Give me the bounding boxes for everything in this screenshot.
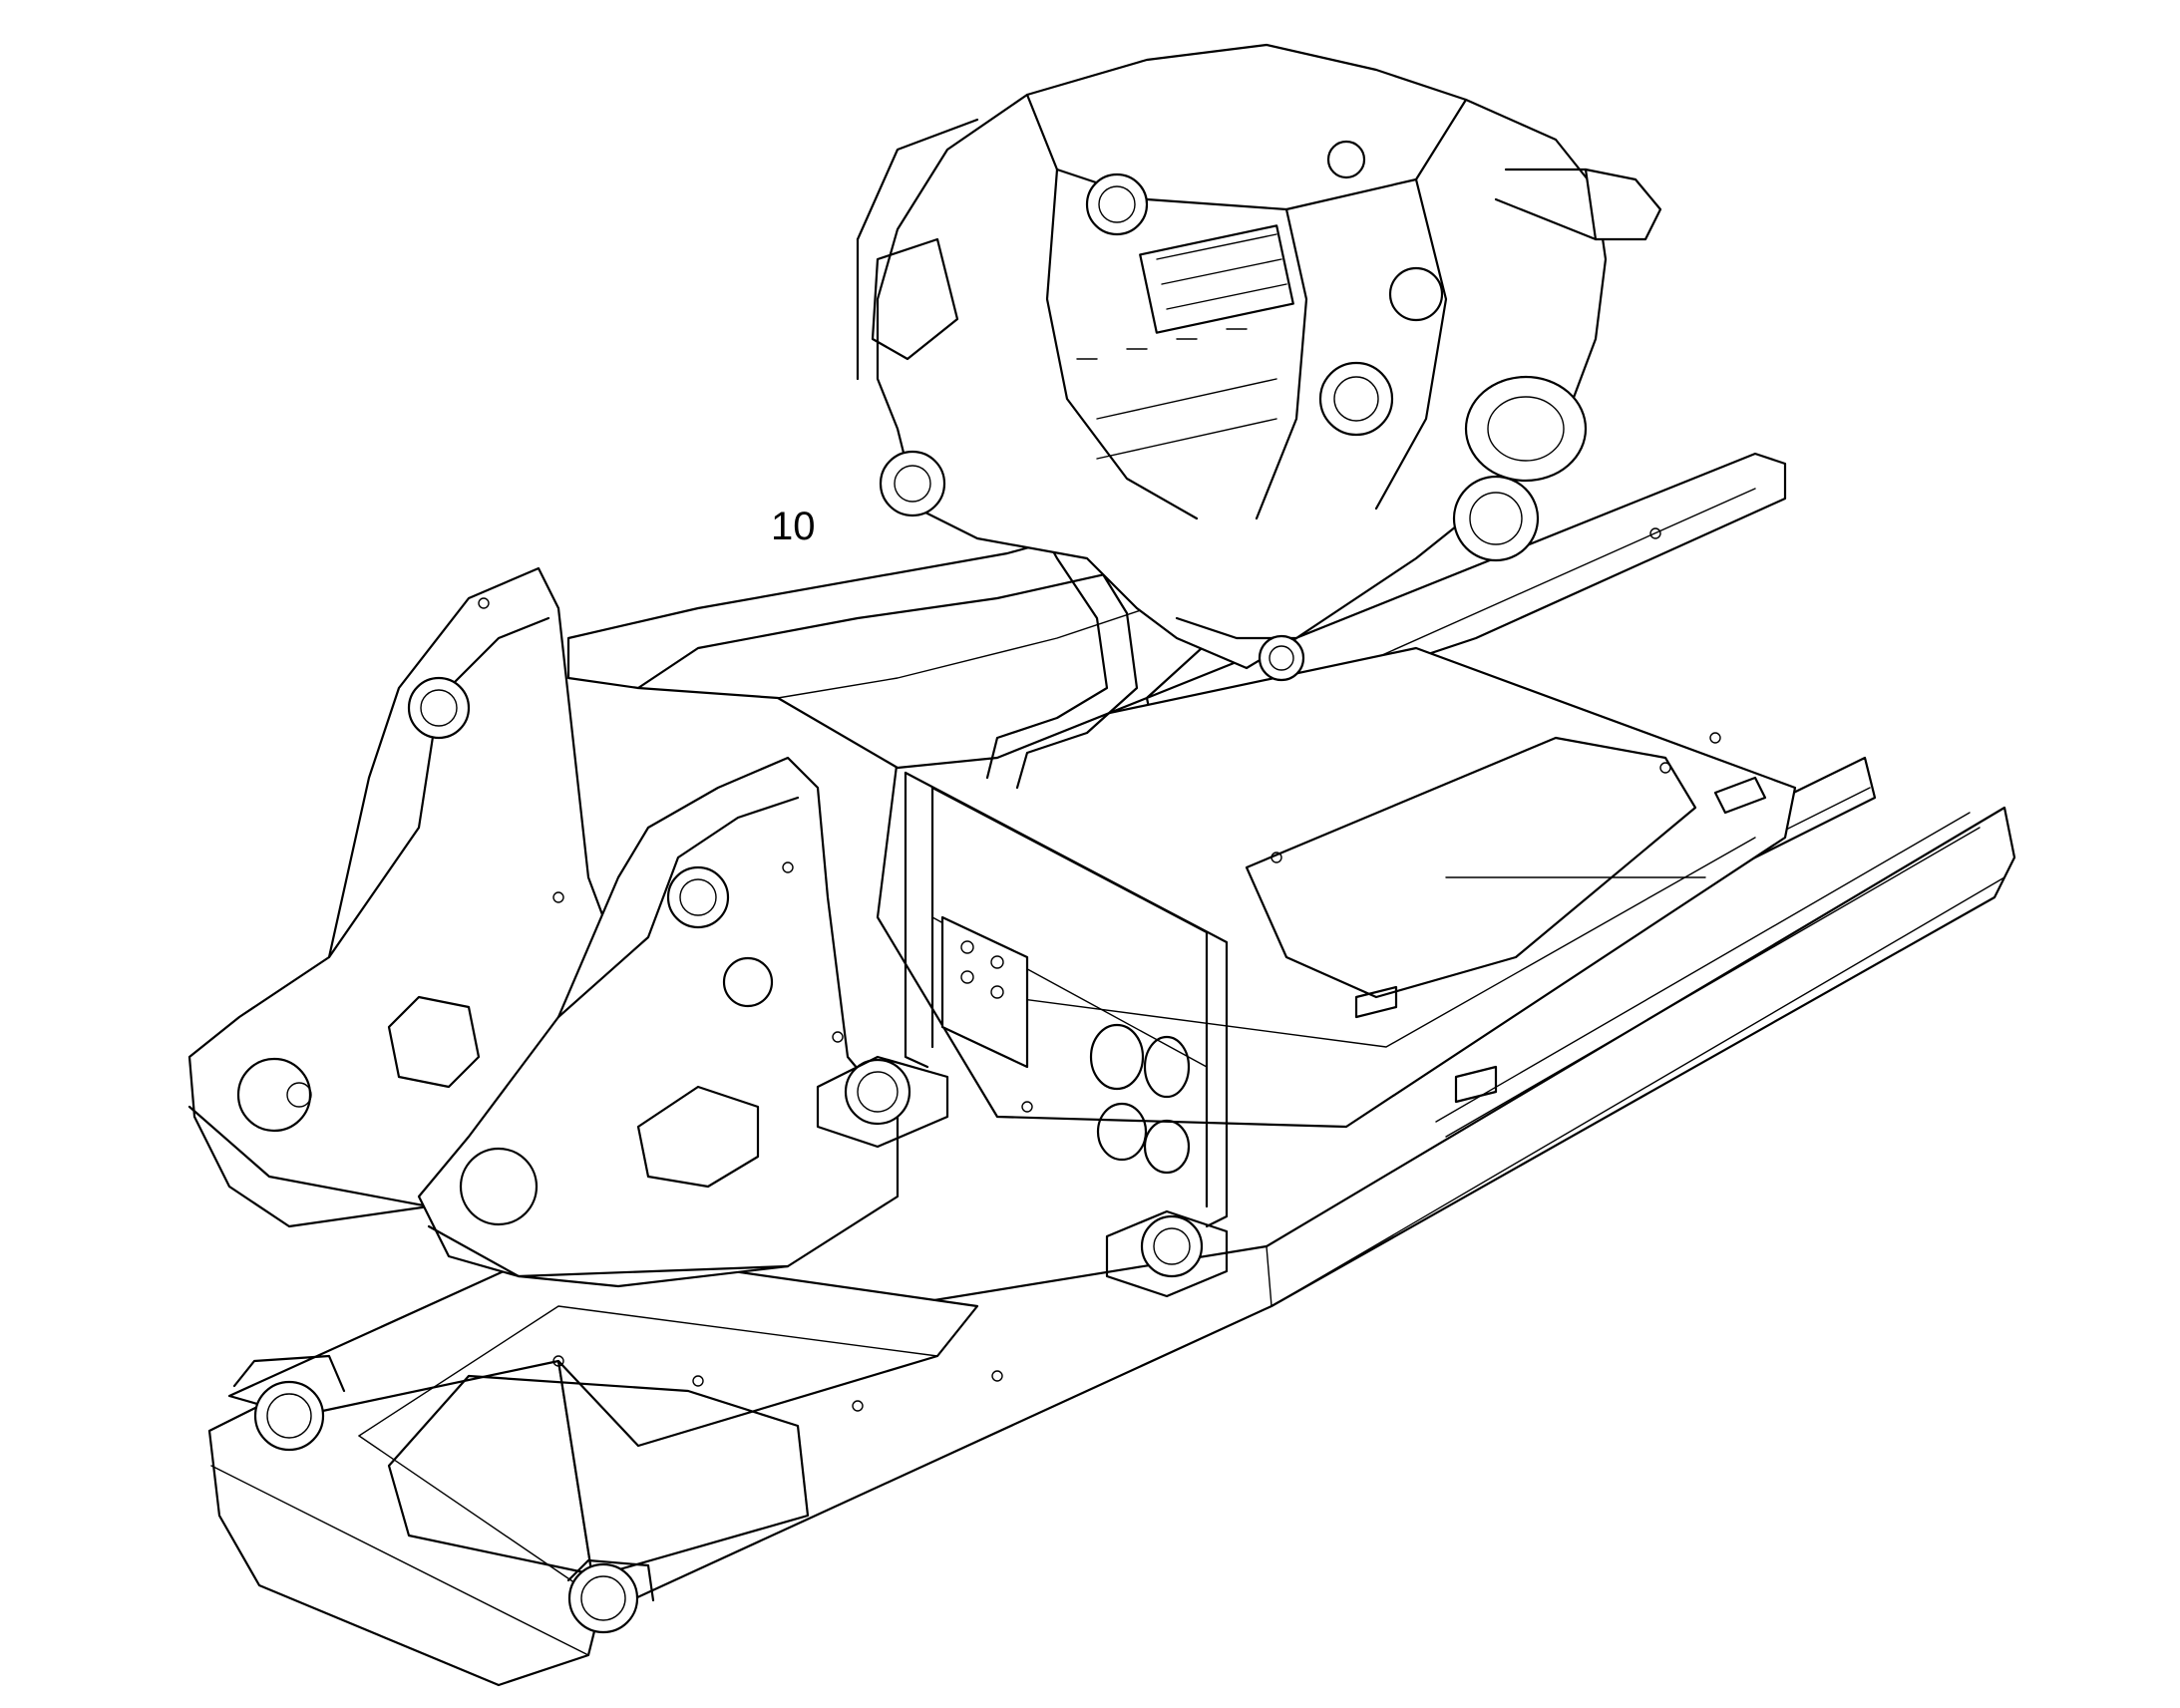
engine-assembly <box>856 43 1662 682</box>
boom-mount-tower-right <box>417 756 900 1288</box>
fastener-details <box>478 597 1767 1412</box>
boom-mount-tower-left <box>187 566 620 1228</box>
radiator-frame <box>816 771 1229 1298</box>
center-floor-plate <box>876 646 1797 1129</box>
callout-label-10: 10 <box>771 505 816 548</box>
